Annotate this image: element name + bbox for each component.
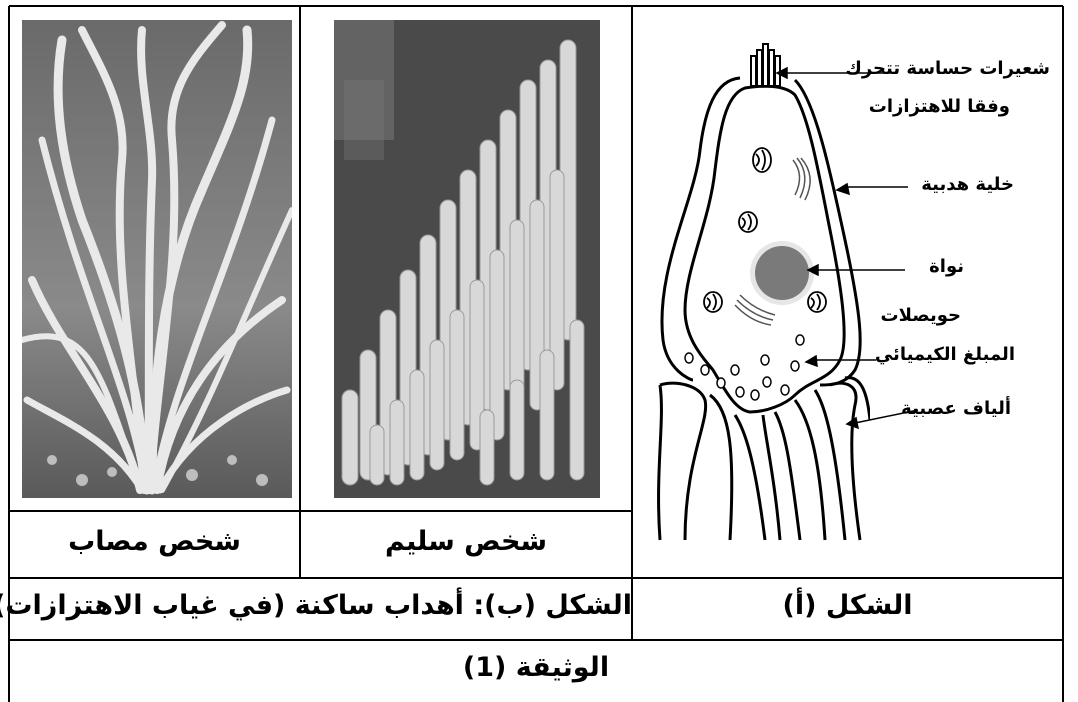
label-nerve-fibers: ألياف عصبية [901, 398, 1011, 419]
document-title: الوثيقة (1) [9, 652, 1063, 683]
label-sensory-hairs: شعيرات حساسة تتحرك [845, 58, 1050, 79]
healthy-person-label: شخص سليم [300, 526, 632, 557]
figure-a-caption: الشكل (أ) [632, 590, 1063, 621]
affected-person-label: شخص مصاب [9, 526, 300, 557]
label-sensory-hairs-2: وفقا للاهتزازات [869, 96, 1010, 117]
figure-b-caption: الشكل (ب): أهداب ساكنة (في غياب الاهتزاز… [9, 590, 632, 621]
label-vesicles-2: المبلغ الكيميائي [875, 344, 1015, 365]
label-nucleus: نواة [929, 256, 964, 277]
label-hair-cell: خلية هدبية [921, 174, 1014, 195]
label-vesicles: حويصلات [880, 305, 961, 326]
